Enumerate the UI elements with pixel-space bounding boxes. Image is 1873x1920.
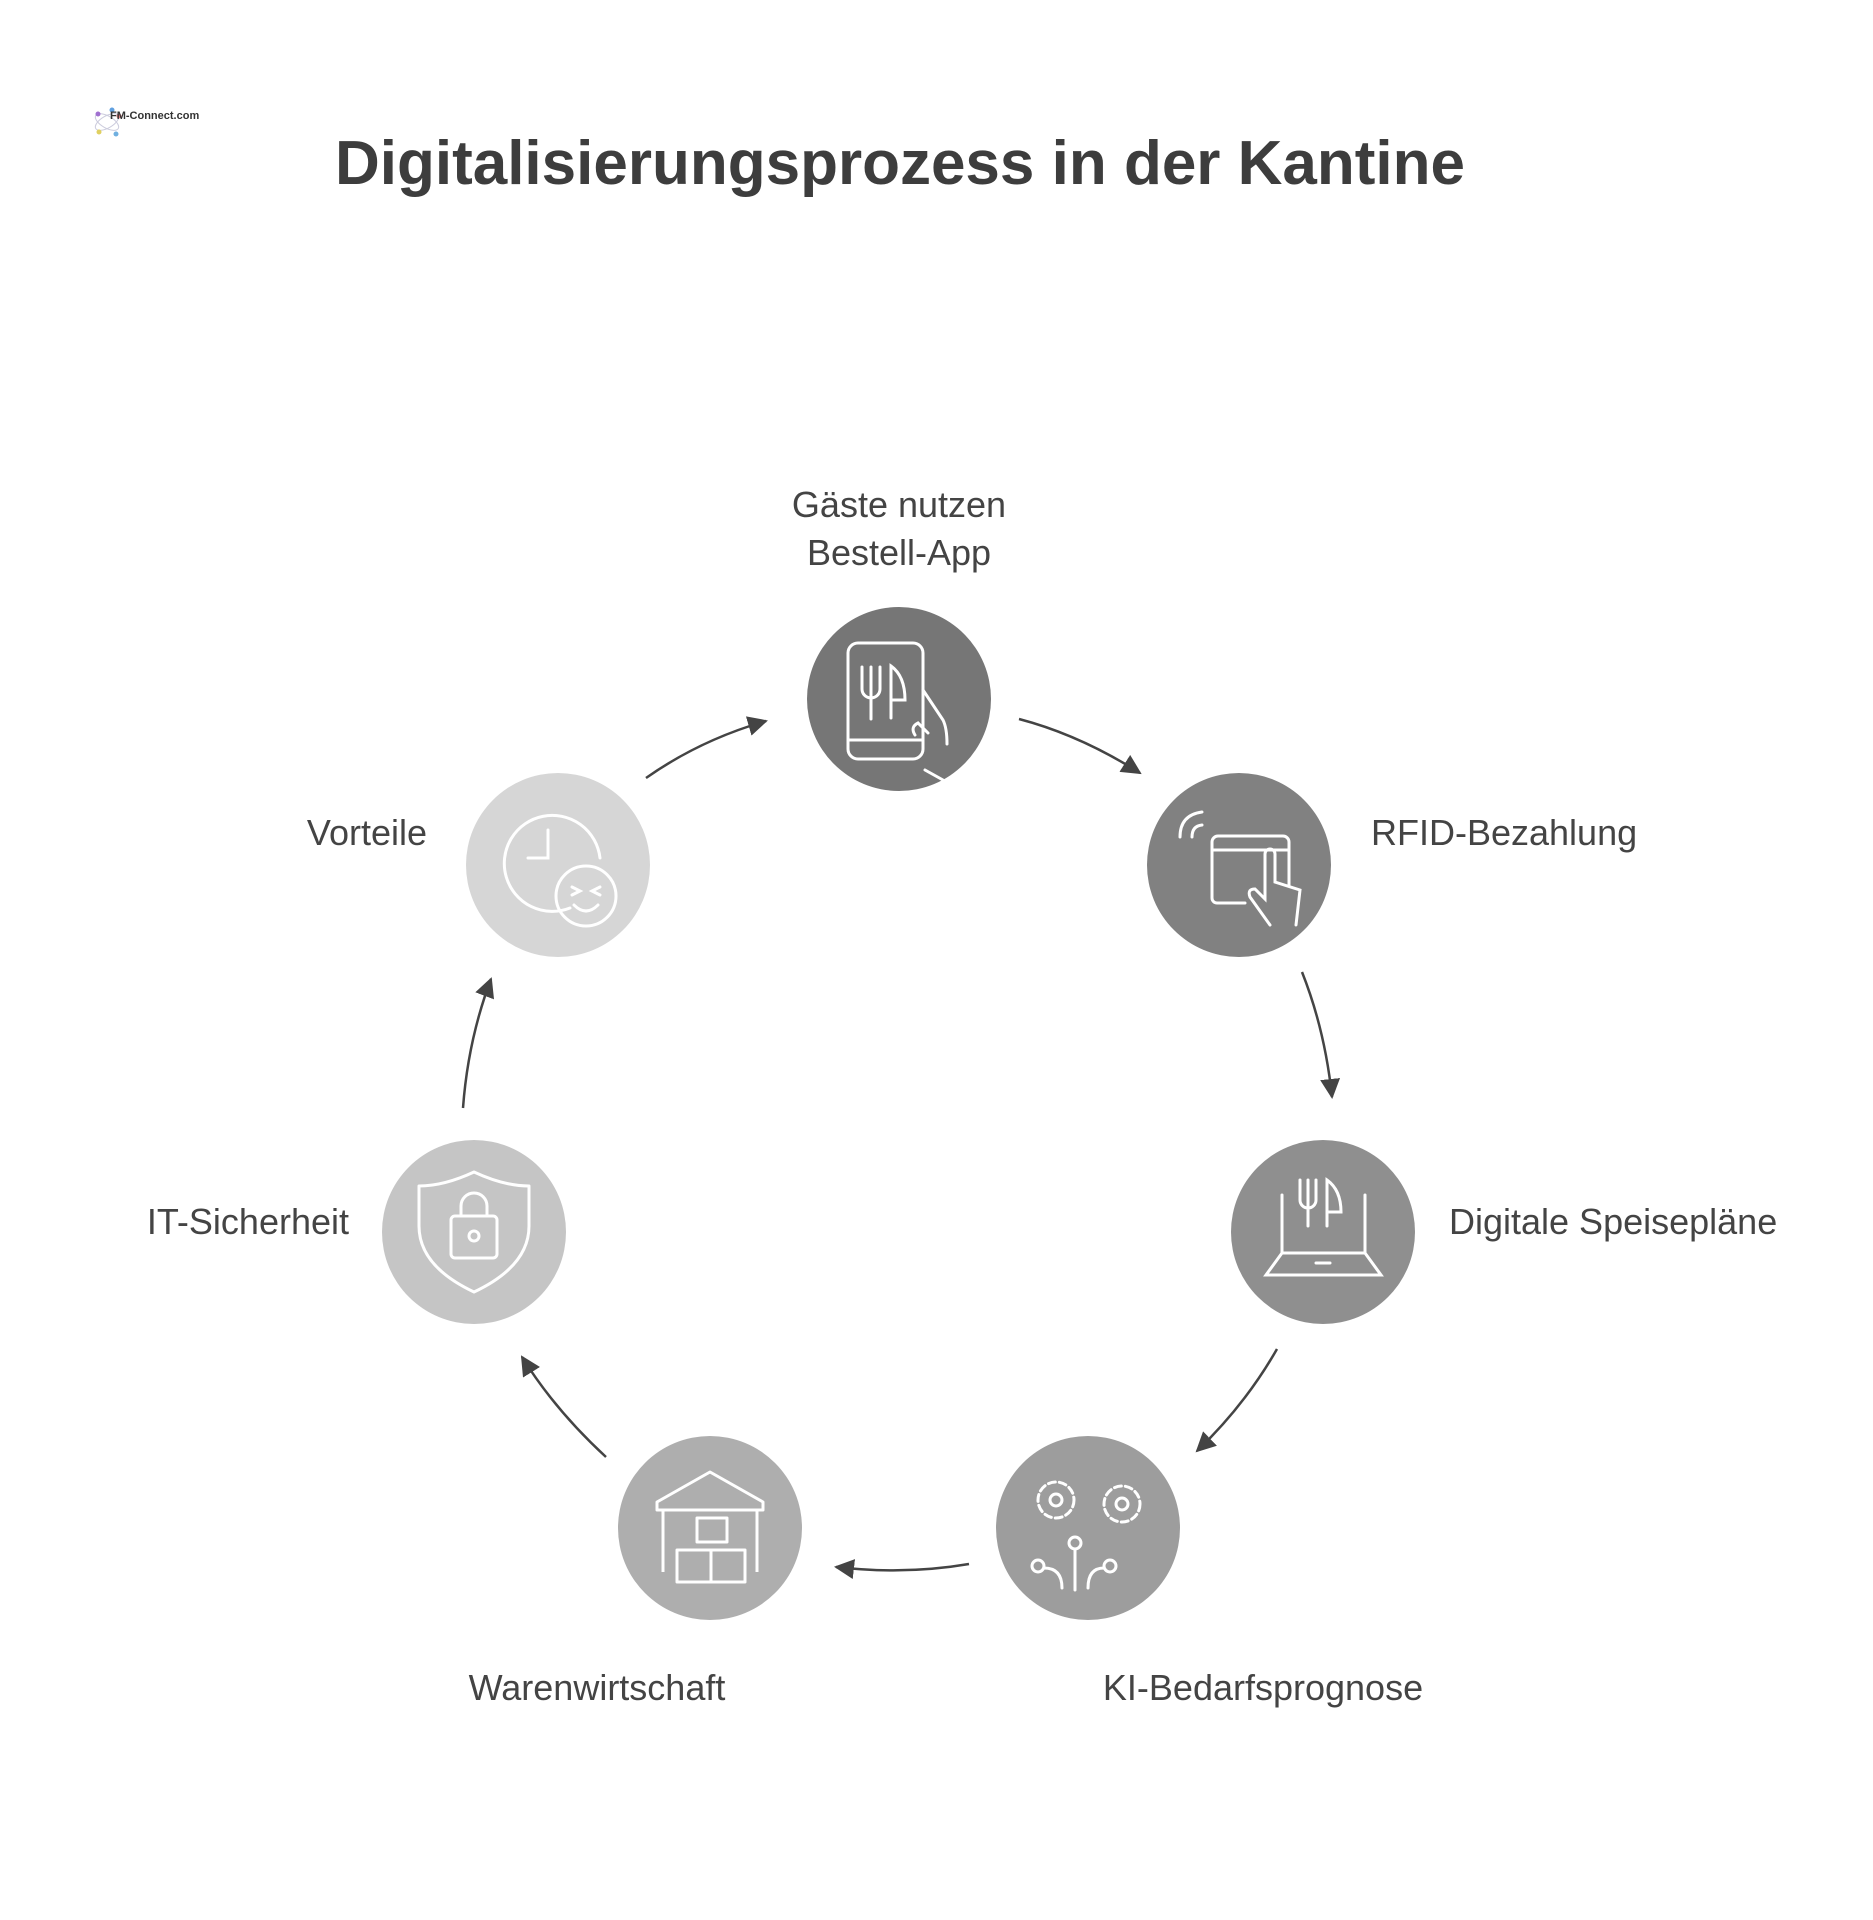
step-3-label: Digitale Speisepläne	[1449, 1201, 1778, 1242]
arrow-5-6	[520, 1355, 607, 1458]
step-3-node	[1231, 1140, 1415, 1324]
arrow-6-7	[461, 977, 495, 1109]
page-title: Digitalisierungsprozess in der Kantine	[334, 129, 1466, 198]
arrow-7-1	[645, 716, 768, 780]
arrow-1-2	[1018, 717, 1142, 775]
arrow-3-4	[1195, 1348, 1279, 1453]
step-7-node	[466, 773, 650, 957]
step-6-node	[382, 1140, 566, 1324]
ai-gears-icon	[1030, 1480, 1142, 1592]
step-1-label-line2: Bestell-App	[806, 532, 992, 573]
step-1-label-line1: Gäste nutzen	[791, 484, 1007, 525]
shield-lock-icon	[417, 1170, 531, 1294]
arrow-2-3	[1300, 971, 1341, 1099]
step-4-label: KI-Bedarfsprognose	[1102, 1667, 1424, 1708]
step-2-label: RFID-Bezahlung	[1371, 812, 1638, 853]
step-circle	[1231, 1140, 1415, 1324]
step-circle	[996, 1436, 1180, 1620]
logo-atom-icon	[94, 107, 122, 137]
step-circle	[1147, 773, 1331, 957]
clock-smile-icon	[502, 813, 618, 928]
step-7-label: Vorteile	[306, 812, 427, 853]
logo-text: FM-Connect.com	[110, 110, 200, 122]
warehouse-icon	[655, 1470, 765, 1584]
step-1-label: Gäste nutzen Bestell-App	[699, 481, 1099, 577]
step-5-label: Warenwirtschaft	[468, 1667, 726, 1708]
step-5-node	[618, 1436, 802, 1620]
laptop-menu-icon	[1263, 1177, 1384, 1277]
phone-menu-icon	[846, 641, 949, 782]
step-2-node	[1147, 773, 1331, 957]
contactless-card-icon	[1178, 810, 1302, 927]
step-circle	[618, 1436, 802, 1620]
step-circle	[466, 773, 650, 957]
step-4-node	[996, 1436, 1180, 1620]
logo: FM-Connect.com	[92, 102, 199, 142]
arrow-4-5	[834, 1559, 970, 1580]
step-6-label: IT-Sicherheit	[146, 1201, 349, 1242]
step-1-node	[807, 607, 991, 791]
